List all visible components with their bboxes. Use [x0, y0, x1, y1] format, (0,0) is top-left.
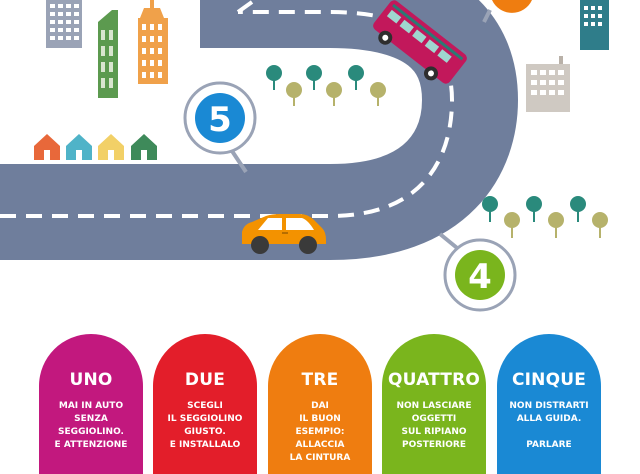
step-card-text: DAI IL BUON ESEMPIO: ALLACCIA LA CINTURA — [289, 401, 351, 463]
building-icon — [526, 56, 570, 112]
step-card-uno: UNO MAI IN AUTO SENZA SEGGIOLINO. E ATTE… — [39, 334, 143, 474]
trees-right — [482, 196, 608, 238]
step-badge-four: 4 — [438, 232, 517, 312]
tree-icon — [306, 65, 322, 90]
tree-icon — [286, 82, 302, 106]
house-icon — [131, 134, 157, 160]
tree-icon — [592, 212, 608, 238]
car-icon — [242, 214, 326, 254]
step-card-title: DUE — [184, 370, 226, 390]
step-card-title: CINQUE — [511, 370, 587, 390]
step-card-text: MAI IN AUTO SENZA SEGGIOLINO. E ATTENZIO… — [54, 401, 128, 450]
step-card-text: SCEGLI IL SEGGIOLINO GIUSTO. E INSTALLAL… — [167, 401, 243, 450]
badge-five-label: 5 — [208, 100, 232, 140]
step-card-tre: TRE DAI IL BUON ESEMPIO: ALLACCIA LA CIN… — [268, 334, 372, 474]
step-card-text: NON DISTRARTI ALLA GUIDA. PARLARE — [509, 401, 589, 450]
step-card-due: DUE SCEGLI IL SEGGIOLINO GIUSTO. E INSTA… — [153, 334, 257, 474]
badge-four-fill — [455, 250, 505, 300]
building-icon — [46, 0, 82, 48]
tree-icon — [370, 82, 386, 106]
tree-icon — [326, 82, 342, 106]
tree-icon — [266, 65, 282, 90]
house-icon — [34, 134, 60, 160]
step-card-quattro: QUATTRO NON LASCIARE OGGETTI SUL RIPIANO… — [382, 334, 486, 474]
city-buildings-left — [46, 0, 168, 98]
city-buildings-right — [526, 0, 609, 112]
step-card-title: TRE — [301, 370, 339, 390]
building-icon — [98, 10, 118, 98]
step-card-title: QUATTRO — [387, 370, 481, 390]
tree-icon — [482, 196, 498, 222]
step-badge-five: 5 — [183, 81, 257, 174]
house-icon — [98, 134, 124, 160]
step-card-cinque: CINQUE NON DISTRARTI ALLA GUIDA. PARLARE — [497, 334, 601, 474]
road-map-illustration: 5 4 — [0, 0, 609, 312]
houses-row — [34, 134, 157, 160]
tree-icon — [570, 196, 586, 222]
step-card-text: NON LASCIARE OGGETTI SUL RIPIANO POSTERI… — [396, 401, 472, 450]
badge-five-fill — [195, 93, 245, 143]
tree-icon — [548, 212, 564, 238]
building-icon — [580, 0, 609, 50]
tree-icon — [526, 196, 542, 222]
building-icon — [138, 0, 168, 84]
tree-icon — [504, 212, 520, 238]
step-card-title: UNO — [69, 370, 113, 390]
bus-icon — [373, 0, 467, 84]
tree-icon — [348, 65, 364, 90]
house-icon — [66, 134, 92, 160]
partial-badge-icon — [482, 0, 532, 23]
badge-four-label: 4 — [468, 257, 492, 297]
trees-center — [266, 65, 386, 106]
